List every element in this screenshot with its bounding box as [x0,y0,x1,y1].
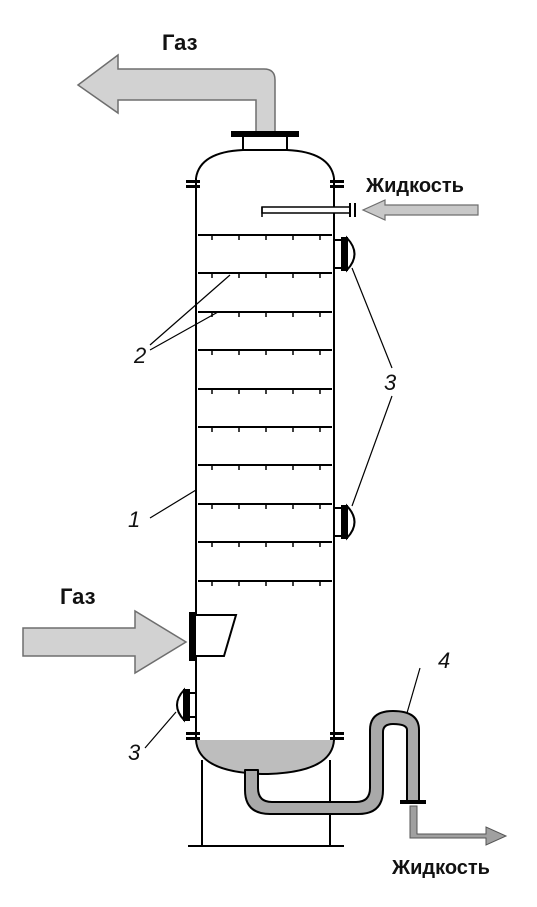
bottom-liquid [196,740,334,774]
manhole-left-bottom [176,687,196,723]
tray [198,388,332,394]
top-nozzle [231,131,299,150]
tray [198,503,332,509]
tray [198,464,332,470]
gas-outlet-label: Газ [162,30,198,55]
liquid-inlet-arrow [361,199,479,221]
part-label-3-right: 3 [384,370,397,395]
tray [198,349,332,355]
gas-outlet-arrow [76,53,276,133]
tray [198,426,332,432]
gas-inlet-arrow [22,609,188,675]
column-shell [195,178,335,740]
body-flanges [186,180,344,740]
gas-inlet-nozzle [189,612,238,661]
tray [198,272,332,278]
liquid-inlet-label: Жидкость [365,175,464,197]
liquid-outlet-label: Жидкость [391,857,490,879]
liquid-outlet-arrow [409,805,508,846]
top-head [195,149,335,179]
tray [198,541,332,547]
seal-flange [400,800,426,804]
manhole-right-upper [334,235,356,273]
tray [198,234,332,240]
liquid-distributor [261,203,356,217]
tray [198,580,332,586]
part-label-1: 1 [128,507,140,532]
tray-group [198,234,332,586]
bottom-head [195,739,335,775]
part-label-4: 4 [438,648,450,673]
manhole-right-lower [334,503,356,541]
part-label-2: 2 [133,343,146,368]
leader-lines [144,267,421,749]
gas-inlet-label: Газ [60,584,96,609]
part-label-3-left: 3 [128,740,141,765]
tray [198,311,332,317]
